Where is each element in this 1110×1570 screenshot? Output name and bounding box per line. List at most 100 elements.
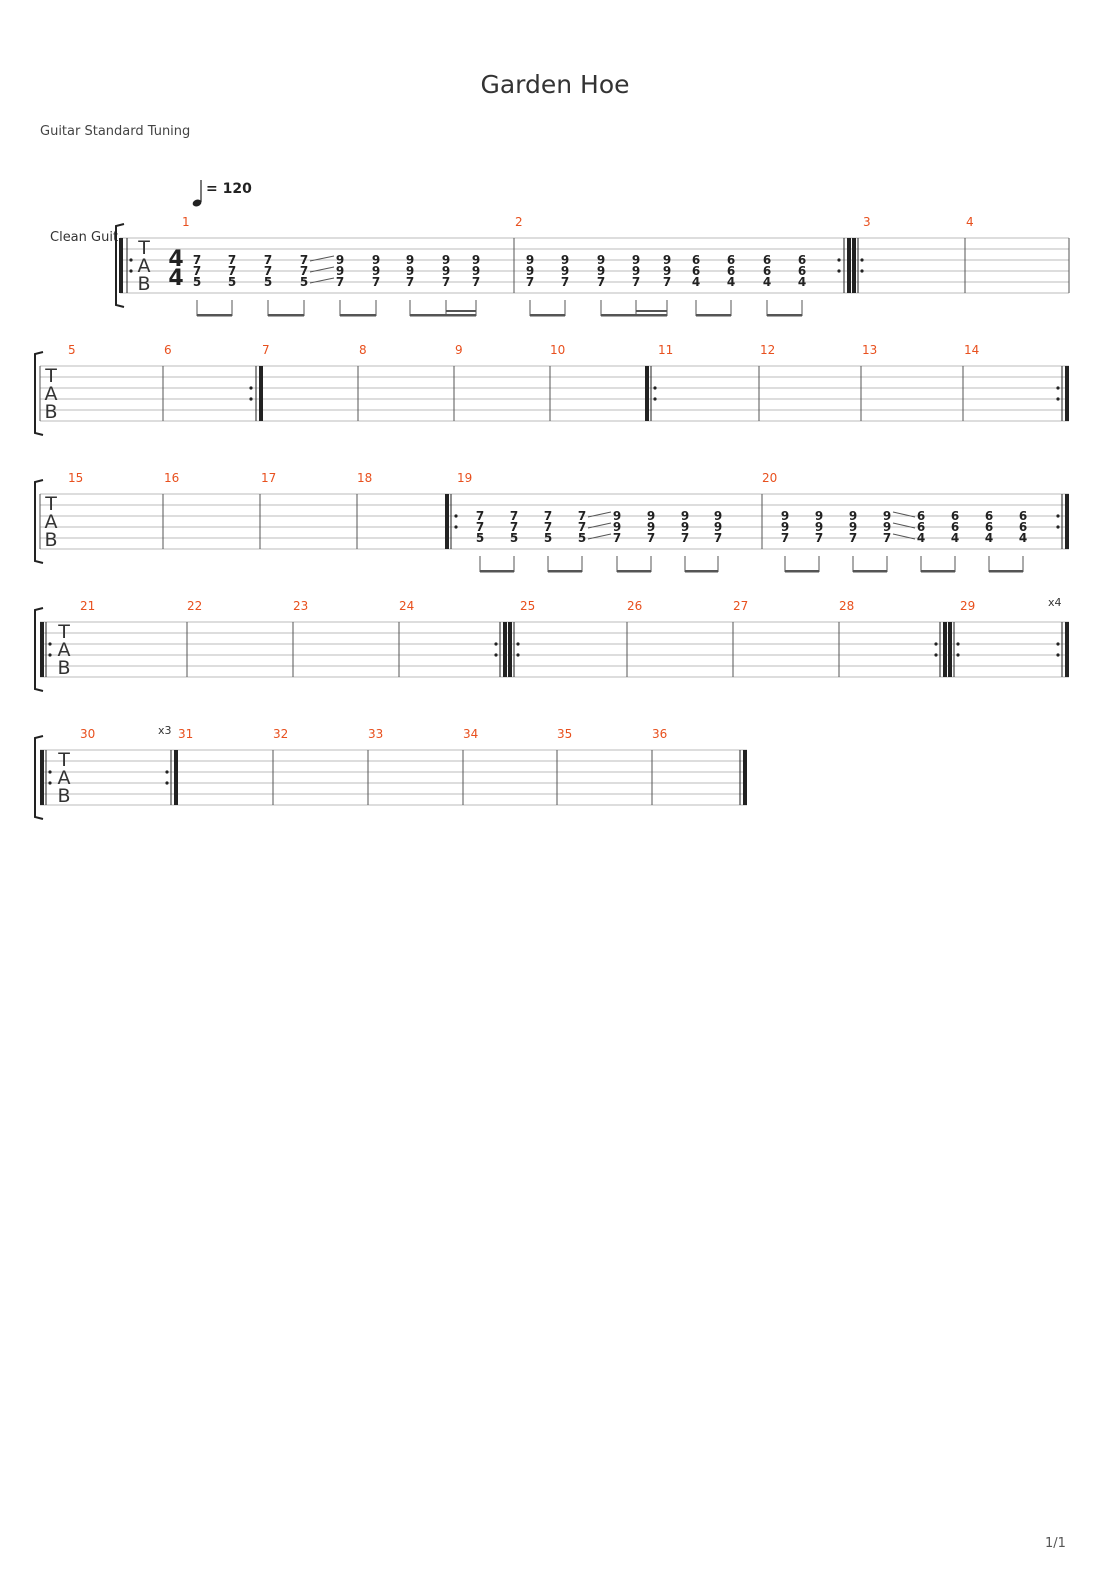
chord: 997 [663,253,671,289]
measure-number: 15 [68,471,83,485]
fret-number: 9 [526,264,534,278]
measure-number: 8 [359,343,367,357]
fret-number: 9 [883,509,891,523]
repeat-start-30 [40,750,52,805]
beam [685,570,718,573]
beam-group [988,556,1024,573]
measure-number: 9 [455,343,463,357]
repeat-start-3 [852,238,864,293]
fret-number: 5 [578,531,586,545]
fret-number: 7 [544,509,552,523]
staff-lines-2 [40,365,1069,422]
system-5: T A B x3 30 31 32 33 34 35 [34,724,747,820]
fret-number: 9 [663,264,671,278]
fret-number: 9 [815,520,823,534]
svg-text:A: A [45,511,58,533]
repeat-start-19 [445,494,458,549]
system-brace [34,479,44,564]
measure-number: 22 [187,599,202,613]
repeat-start-29 [948,622,960,677]
system-brace [34,607,44,692]
chord: 997 [442,253,450,289]
fret-number: 9 [681,509,689,523]
fret-number: 7 [578,520,586,534]
fret-number: 7 [883,531,891,545]
fret-number: 4 [1019,531,1027,545]
measure-number: 10 [550,343,565,357]
chord: 664 [798,253,806,289]
fret-number: 4 [798,275,806,289]
fret-number: 9 [663,253,671,267]
chord: 997 [597,253,605,289]
fret-number: 9 [781,520,789,534]
fret-number: 6 [917,509,925,523]
measure-number: 14 [964,343,979,357]
beam-group [529,300,566,317]
system-brace [34,735,44,820]
svg-text:T: T [44,365,57,387]
measure-number: 30 [80,727,95,741]
notes-measures-1-2: 7757757757759979979979979979979979979979… [193,253,806,317]
fret-number: 6 [917,520,925,534]
chord: 664 [917,509,925,545]
fret-number: 7 [300,253,308,267]
repeat-start-1 [119,238,133,293]
fret-number: 9 [849,509,857,523]
beam-group [784,556,820,573]
measure-number: 28 [839,599,854,613]
measure-number: 18 [357,471,372,485]
slide-line [892,522,916,529]
chord: 997 [815,509,823,545]
measure-number: 31 [178,727,193,741]
fret-number: 9 [883,520,891,534]
beam-group [409,300,477,317]
page-number: 1/1 [1045,1536,1066,1551]
fret-number: 7 [632,275,640,289]
measure-number: 21 [80,599,95,613]
beam [548,570,582,573]
measure-number: 3 [863,215,871,229]
tab-clef: T A B [44,365,57,423]
fret-number: 6 [763,264,771,278]
chord: 997 [714,509,722,545]
fret-number: 6 [727,253,735,267]
beam [340,314,376,317]
repeat-end-20 [1056,494,1069,549]
fret-number: 7 [193,264,201,278]
repeat-count: x4 [1048,596,1062,609]
beam-16th [446,310,476,312]
measure-number: 17 [261,471,276,485]
fret-number: 7 [406,275,414,289]
fret-number: 5 [300,275,308,289]
svg-text:A: A [138,255,151,277]
slide-line [587,533,612,540]
fret-number: 7 [442,275,450,289]
svg-text:B: B [57,657,70,679]
song-title: Garden Hoe [480,70,630,99]
svg-text:A: A [58,767,71,789]
chord: 997 [561,253,569,289]
chord: 997 [849,509,857,545]
fret-number: 9 [406,264,414,278]
system-3: T A B 15 16 17 18 19 20 7 [34,471,1069,573]
fret-number: 9 [336,253,344,267]
fret-number: 9 [597,253,605,267]
fret-number: 5 [544,531,552,545]
fret-number: 7 [647,531,655,545]
fret-number: 9 [472,253,480,267]
chord: 997 [526,253,534,289]
repeat-end-29 [1056,622,1069,677]
beam [696,314,731,317]
beam-group [920,556,956,573]
repeat-end-14 [1056,366,1069,421]
fret-number: 6 [1019,509,1027,523]
chord: 664 [763,253,771,289]
beam-group [267,300,305,317]
beam-group [339,300,377,317]
measure-number: 2 [515,215,523,229]
svg-text:T: T [137,237,150,259]
chord: 775 [264,253,272,289]
fret-number: 9 [406,253,414,267]
beam-group [852,556,888,573]
fret-number: 6 [798,264,806,278]
